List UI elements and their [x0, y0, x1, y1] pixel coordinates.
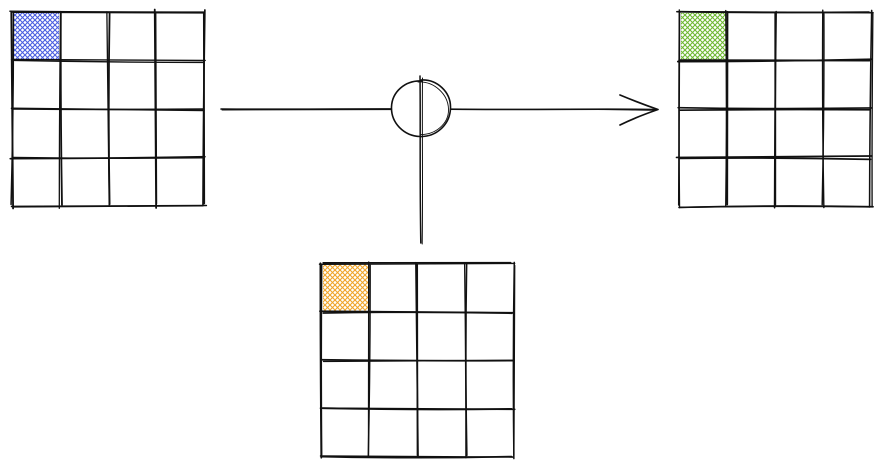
grid-col-line [871, 12, 874, 207]
operator-symbol [390, 79, 452, 138]
grid-col-line [821, 13, 825, 206]
grid-col-line [465, 263, 468, 457]
grid-row-line [9, 10, 206, 13]
grid-row-line [678, 10, 870, 14]
grid-col-line [10, 12, 15, 206]
grid-col-line [513, 264, 516, 457]
output-grid [675, 9, 874, 209]
vertical-connector [419, 75, 424, 245]
input-grid-a [9, 8, 208, 210]
highlighted-cell [14, 13, 59, 60]
grid-row-line [318, 262, 516, 266]
input-grid-b [318, 261, 516, 460]
grid-col-line [725, 9, 728, 207]
grid-col-line [107, 12, 111, 206]
grid-row-line [12, 156, 203, 159]
grid-col-line [154, 11, 158, 205]
grid-col-line [868, 9, 873, 208]
grid-col-line [367, 264, 371, 457]
arrowhead [619, 94, 659, 126]
grid-col-line [821, 9, 825, 209]
grid-row-line [321, 455, 513, 459]
highlighted-cell [323, 264, 368, 311]
arrow-line-second-stroke [221, 108, 656, 111]
grid-row-line [12, 11, 205, 14]
grid-col-line [59, 10, 63, 206]
vertical-line [419, 75, 422, 244]
grid-col-line [677, 10, 681, 206]
highlighted-cell [681, 13, 726, 60]
operator-circle-second-stroke [417, 81, 449, 135]
grid-row-line [13, 205, 204, 208]
operator-circle [390, 79, 452, 138]
